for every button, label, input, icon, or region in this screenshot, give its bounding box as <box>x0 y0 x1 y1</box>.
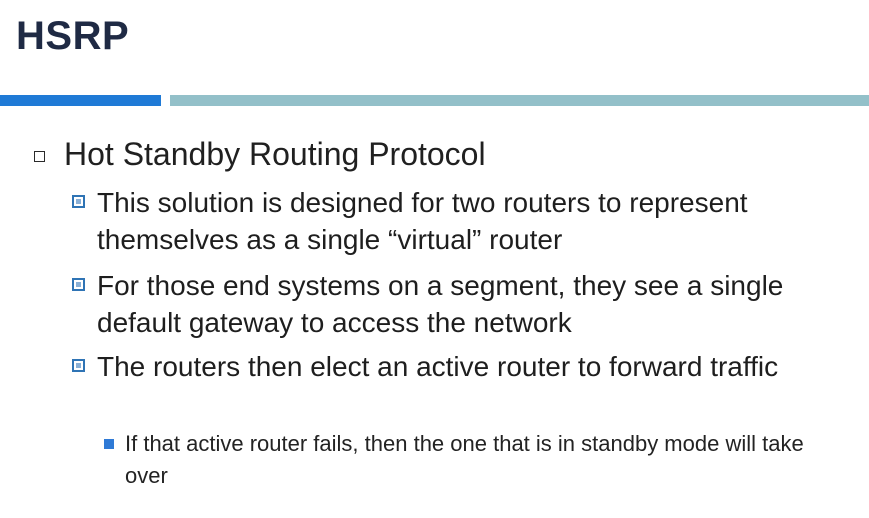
title-underline-bar <box>170 95 869 106</box>
slide-title: HSRP <box>16 14 130 58</box>
hollow-square-bullet-icon <box>34 151 45 162</box>
square-bullet-icon <box>72 278 85 291</box>
title-underline-accent <box>0 95 161 106</box>
bullet-text: The routers then elect an active router … <box>97 351 779 382</box>
bullet-text: Hot Standby Routing Protocol <box>64 136 486 172</box>
bullet-level2-active-router: The routers then elect an active router … <box>72 348 842 385</box>
bullet-level2-default-gateway: For those end systems on a segment, they… <box>72 267 842 341</box>
bullet-text: This solution is designed for two router… <box>97 187 748 255</box>
square-bullet-icon <box>72 195 85 208</box>
bullet-level1-hsrp: Hot Standby Routing Protocol <box>34 134 854 174</box>
filled-square-bullet-icon <box>104 439 114 449</box>
bullet-level2-virtual-router: This solution is designed for two router… <box>72 184 842 258</box>
square-bullet-icon <box>72 359 85 372</box>
bullet-text: If that active router fails, then the on… <box>125 431 804 488</box>
bullet-level3-standby-takeover: If that active router fails, then the on… <box>104 428 834 492</box>
bullet-text: For those end systems on a segment, they… <box>97 270 784 338</box>
